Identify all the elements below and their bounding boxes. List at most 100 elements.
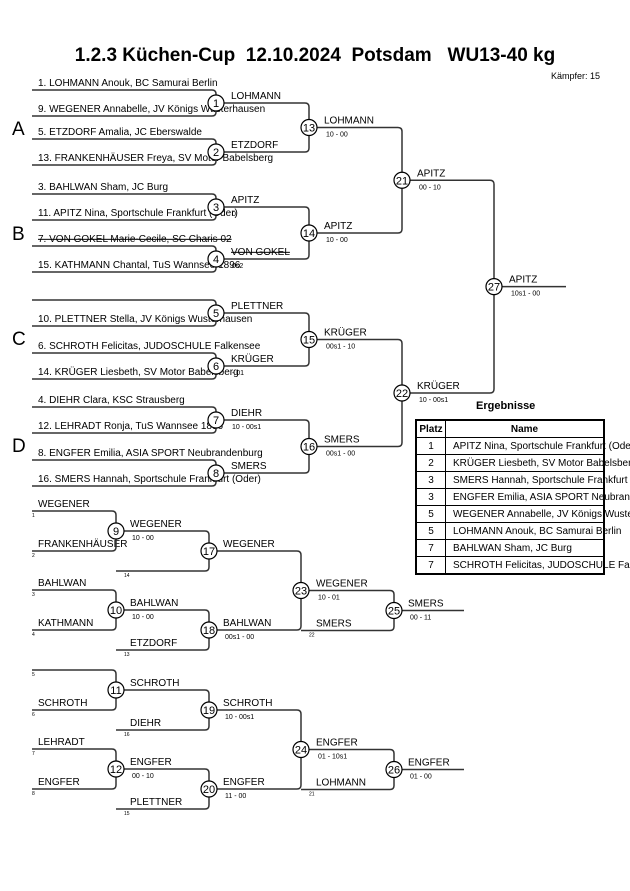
fight-7-number: 7 (213, 415, 219, 427)
result-name: KRÜGER Liesbeth, SV Motor Babelsberg (445, 454, 630, 472)
repechage-entry-seed: 6 (32, 712, 35, 718)
entrant-name: 4. DIEHR Clara, KSC Strausberg (38, 395, 185, 406)
repechage-drop-seed: 15 (124, 811, 130, 817)
fight-6-number: 6 (213, 361, 219, 373)
repechage-drop-in: SMERS (316, 619, 352, 630)
entrant-name: 3. BAHLWAN Sham, JC Burg (38, 182, 168, 193)
entrant-name: 6. SCHROTH Felicitas, JUDOSCHULE Falkens… (38, 341, 261, 352)
fight-16-circle (300, 437, 318, 456)
repechage-drop-in: LOHMANN (316, 778, 366, 789)
fight-26-circle (385, 760, 403, 779)
repechage-entry-name: BAHLWAN (38, 578, 86, 589)
fight-20-circle (200, 780, 218, 798)
fight-11-circle (107, 681, 125, 699)
round3-connector (309, 126, 403, 234)
repechage-drop-seed: 22 (309, 633, 315, 639)
fight-winner: PLETTNER (231, 301, 283, 312)
fight-19-circle (200, 701, 218, 719)
fight-5-circle (207, 304, 225, 322)
fight-winner: SMERS (231, 461, 267, 472)
entrant-name: 8. ENGFER Emilia, ASIA SPORT Neubrandenb… (38, 448, 263, 459)
entrant-name: 15. KATHMANN Chantal, TuS Wannsee 1896 (38, 260, 241, 271)
fight-25-circle (385, 601, 403, 620)
result-name: LOHMANN Anouk, BC Samurai Berlin (445, 522, 621, 540)
fight-score: 00s1 - 10 (326, 344, 355, 351)
repechage-drop-in: PLETTNER (130, 797, 182, 808)
fight-score: 00 - 10 (419, 184, 441, 191)
bronze-winner: SMERS (408, 599, 444, 610)
fight-score: 10 - 00 (326, 132, 348, 139)
result-place: 5 (415, 505, 446, 523)
result-place: 7 (415, 539, 446, 557)
fight-23-number: 23 (295, 586, 307, 598)
entrant-name: 13. FRANKENHÄUSER Freya, SV Motor Babels… (38, 152, 273, 164)
final-score: 10s1 - 00 (511, 291, 540, 298)
fight-score: 10 - 00s1 (419, 397, 448, 404)
fight-score: 10 - 00 (132, 535, 154, 542)
fight-25-number: 25 (388, 606, 400, 618)
fighter-count: Kämpfer: 15 (550, 71, 600, 81)
entrant-name: 7. VON GOKEL Marie-Cecile, SC Charis 02 (38, 234, 232, 245)
fight-14-number: 14 (303, 228, 315, 240)
fight-2-number: 2 (213, 147, 219, 159)
fight-3-number: 3 (213, 202, 219, 214)
fight-3-circle (207, 198, 225, 216)
fight-9-circle (107, 522, 125, 540)
fight-18-circle (200, 621, 218, 639)
fight-10-circle (107, 601, 125, 619)
fight-1-number: 1 (213, 98, 219, 110)
fight-23-circle (292, 581, 310, 600)
fight-6-circle (207, 357, 225, 375)
fight-16-number: 16 (303, 442, 315, 454)
fight-winner: SCHROTH (130, 678, 179, 689)
bronze-winner: ENGFER (408, 758, 450, 769)
round3-connector (309, 338, 403, 448)
fight-score: 00 - 10 (132, 773, 154, 780)
fight-24-number: 24 (295, 745, 307, 757)
results-header-row: Platz Name (415, 419, 605, 438)
bronze-score: 00 - 11 (410, 615, 431, 622)
pool-label-b: B (12, 224, 25, 245)
repechage-entry-seed: 5 (32, 672, 35, 678)
repechage-entry-name: LEHRADT (38, 737, 85, 748)
fight-winner: LOHMANN (324, 116, 374, 127)
entrant-name: 14. KRÜGER Liesbeth, SV Motor Babelsberg (38, 366, 239, 378)
fight-score: 00s1 - 00 (326, 451, 355, 458)
fight-21-circle (393, 171, 411, 189)
fight-winner: ENGFER (316, 738, 358, 749)
result-place: 2 (415, 454, 446, 472)
result-place: 3 (415, 471, 446, 489)
bronze-score: 01 - 00 (410, 774, 432, 781)
repechage-entry-seed: 8 (32, 791, 35, 797)
fight-20-number: 20 (203, 784, 215, 796)
results-header-name: Name (445, 419, 605, 438)
fight-winner: DIEHR (231, 408, 262, 419)
result-name: WEGENER Annabelle, JV Königs Wusterhause… (445, 505, 630, 523)
page-title: 1.2.3 Küchen-Cup 12.10.2024 Potsdam WU13… (74, 45, 556, 66)
fight-score: 10 - 00 (326, 237, 348, 244)
fight-11-number: 11 (110, 685, 121, 697)
repechage-drop-seed: 16 (124, 732, 130, 738)
fight-19-number: 19 (203, 705, 215, 717)
entrant-name: 16. SMERS Hannah, Sportschule Frankfurt … (38, 474, 261, 485)
fight-18-number: 18 (203, 625, 215, 637)
fight-13-number: 13 (303, 123, 315, 135)
fight-winner: ETZDORF (231, 140, 278, 151)
fight-winner: SCHROTH (223, 698, 272, 709)
fight-17-number: 17 (203, 546, 215, 558)
fight-winner: ENGFER (223, 777, 265, 788)
fight-9-number: 9 (113, 526, 119, 538)
fight-winner: LOHMANN (231, 91, 281, 102)
fight-winner: KRÜGER (324, 327, 367, 339)
repechage-entry-name: SCHROTH (38, 698, 87, 709)
fight-10-number: 10 (110, 605, 122, 617)
fight-winner: KRÜGER (417, 380, 460, 392)
fight-21-number: 21 (396, 175, 408, 187)
fight-5-number: 5 (213, 308, 219, 320)
fight-14-circle (300, 224, 318, 242)
